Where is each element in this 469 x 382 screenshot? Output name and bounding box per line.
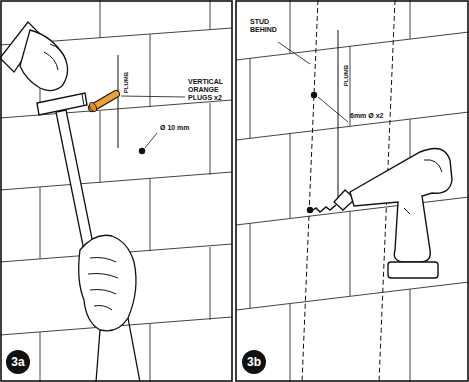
plumb-label: PLUMB: [124, 71, 131, 92]
dimension: 6mm Ø x2: [350, 112, 384, 120]
step-badge: 3b: [242, 350, 266, 374]
stud-note: STUD BEHIND: [250, 18, 288, 34]
dimension: Ø 10 mm: [160, 124, 220, 132]
plumb-label: PLUMB: [344, 64, 351, 85]
step-number: 3b: [247, 356, 261, 368]
step-badge: 3a: [6, 350, 30, 374]
part-note: VERTICAL ORANGE PLUGS x2: [188, 78, 228, 102]
step-number: 3a: [11, 356, 24, 368]
